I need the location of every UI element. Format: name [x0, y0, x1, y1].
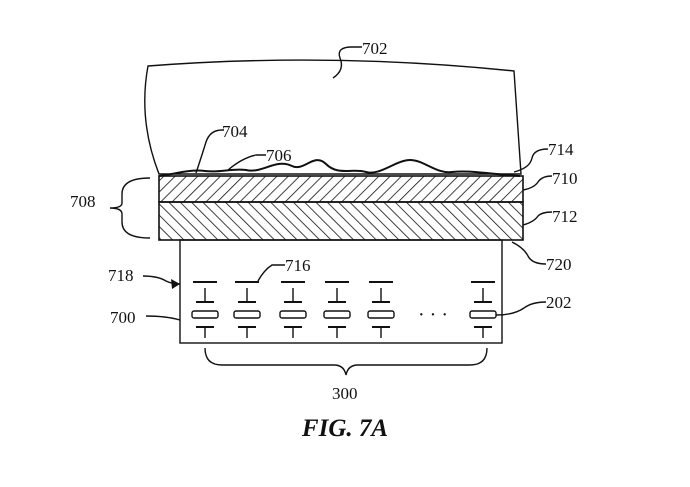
capacitor-symbol — [233, 288, 261, 338]
figure-caption: FIG. 7A — [301, 415, 388, 442]
label-710: 710 — [552, 169, 578, 188]
capacitor-symbol — [367, 288, 395, 338]
leader-712 — [522, 211, 553, 226]
label-702: 702 — [362, 39, 388, 58]
array-bracket — [204, 347, 488, 376]
capacitor-symbol — [279, 288, 307, 338]
label-202: 202 — [546, 293, 572, 312]
leader-710 — [522, 175, 553, 191]
label-714: 714 — [548, 140, 574, 159]
label-718: 718 — [108, 266, 134, 285]
leader-714 — [513, 148, 549, 173]
leader-716 — [257, 264, 285, 282]
label-712: 712 — [552, 207, 578, 226]
label-300: 300 — [332, 384, 358, 403]
leader-700 — [145, 315, 181, 321]
stack-bracket — [109, 177, 151, 239]
leader-702 — [332, 46, 362, 79]
label-708: 708 — [70, 192, 96, 211]
label-700: 700 — [110, 308, 136, 327]
lower-hatched-layer — [158, 201, 524, 241]
upper-hatched-layer — [158, 175, 524, 203]
surface-profile-line — [158, 158, 521, 177]
sensor-body — [179, 239, 503, 344]
leader-706 — [227, 154, 266, 171]
capacitor-array — [191, 288, 497, 338]
leader-720 — [511, 241, 547, 265]
label-706: 706 — [266, 146, 292, 165]
label-704: 704 — [222, 122, 248, 141]
label-720: 720 — [546, 255, 572, 274]
arrowhead-718 — [171, 279, 180, 289]
ellipsis: · · · — [418, 304, 448, 326]
capacitor-symbol — [469, 288, 497, 338]
finger-outline — [144, 59, 522, 175]
capacitor-symbol — [191, 288, 219, 338]
label-716: 716 — [285, 256, 311, 275]
capacitor-symbol — [323, 288, 351, 338]
leader-202 — [495, 301, 547, 316]
leader-704 — [195, 129, 224, 174]
